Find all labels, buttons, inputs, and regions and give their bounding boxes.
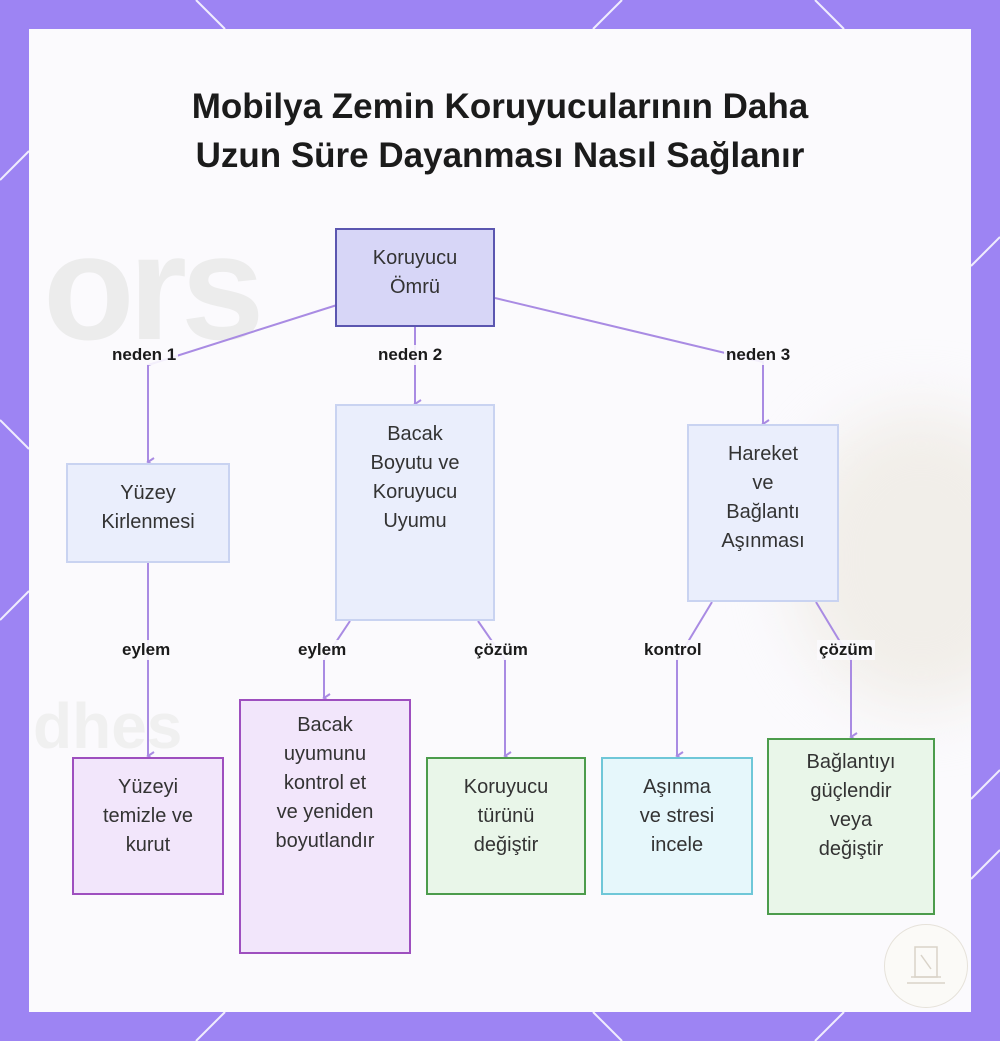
- node-text: Yüzey: [120, 482, 176, 504]
- node-text: kurut: [125, 834, 171, 856]
- node-cause-surface-dirt: Yüzey Kirlenmesi: [66, 463, 230, 563]
- edge-label-cause-1: neden 1: [110, 345, 179, 365]
- node-text: Uyumu: [383, 510, 447, 532]
- brand-logo-icon: [884, 924, 968, 1008]
- node-text: Koruyucu: [372, 247, 458, 269]
- node-text: ve: [752, 472, 774, 494]
- node-text: incele: [650, 834, 704, 856]
- node-text: temizle ve: [102, 805, 194, 827]
- edge-label-action-2: eylem: [296, 640, 349, 660]
- edge-cause3-solution3: [815, 601, 858, 742]
- node-cause-movement-wear: Hareket ve Bağlantı Aşınması: [687, 424, 839, 602]
- edge-cause2-solution2: [477, 620, 512, 761]
- node-text: Hareket: [727, 443, 798, 465]
- background-watermark-text-2: dhes: [33, 690, 183, 762]
- node-text: Kirlenmesi: [101, 511, 195, 533]
- node-text: Koruyucu: [463, 776, 549, 798]
- node-text: boyutlandır: [275, 830, 375, 852]
- edge-label-cause-3: neden 3: [724, 345, 793, 365]
- node-text: ve yeniden: [276, 801, 374, 823]
- node-text: veya: [829, 809, 873, 831]
- edge-label-solution-2: çözüm: [472, 640, 530, 660]
- node-text: değiştir: [473, 834, 539, 856]
- node-text: Aşınma: [643, 776, 711, 798]
- node-text: Ömrü: [390, 276, 440, 298]
- title-line-2: Uzun Süre Dayanması Nasıl Sağlanır: [195, 136, 805, 175]
- edge-cause2-action2: [322, 620, 351, 703]
- edge-cause3-control3: [675, 601, 713, 761]
- node-text: Aşınması: [721, 530, 805, 552]
- node-cause-leg-size-fit: Bacak Boyutu ve Koruyucu Uyumu: [335, 404, 495, 621]
- node-text: Bağlantı: [726, 501, 800, 523]
- node-solution-reinforce-connection: Bağlantıyı güçlendir veya değiştir: [767, 738, 935, 915]
- node-action-clean-surface: Yüzeyi temizle ve kurut: [72, 757, 224, 895]
- edge-root-cause1: [146, 304, 338, 467]
- edge-root-cause3: [494, 297, 770, 429]
- node-text: türünü: [477, 805, 535, 827]
- node-text: güçlendir: [810, 780, 892, 802]
- background-watermark-text: ors: [43, 203, 264, 371]
- node-text: ve stresi: [639, 805, 715, 827]
- edge-label-solution-3: çözüm: [817, 640, 875, 660]
- node-root-protector-lifetime: Koruyucu Ömrü: [335, 228, 495, 327]
- node-solution-change-type: Koruyucu türünü değiştir: [426, 757, 586, 895]
- node-text: Bacak: [387, 423, 443, 445]
- node-action-check-fit: Bacak uyumunu kontrol et ve yeniden boyu…: [239, 699, 411, 954]
- diagram-title: Mobilya Zemin Koruyucularının Daha Uzun …: [0, 82, 1000, 180]
- node-text: kontrol et: [283, 772, 367, 794]
- edge-label-cause-2: neden 2: [376, 345, 445, 365]
- node-text: Yüzeyi: [117, 776, 179, 798]
- edge-label-action-1: eylem: [120, 640, 173, 660]
- node-text: uyumunu: [283, 743, 367, 765]
- edge-label-control-3: kontrol: [642, 640, 704, 660]
- node-text: Boyutu ve: [370, 452, 460, 474]
- node-text: değiştir: [818, 838, 884, 860]
- node-control-inspect-wear: Aşınma ve stresi incele: [601, 757, 753, 895]
- node-text: Bacak: [297, 714, 353, 736]
- node-text: Koruyucu: [372, 481, 458, 503]
- node-text: Bağlantıyı: [806, 751, 896, 773]
- title-line-1: Mobilya Zemin Koruyucularının Daha: [191, 87, 809, 126]
